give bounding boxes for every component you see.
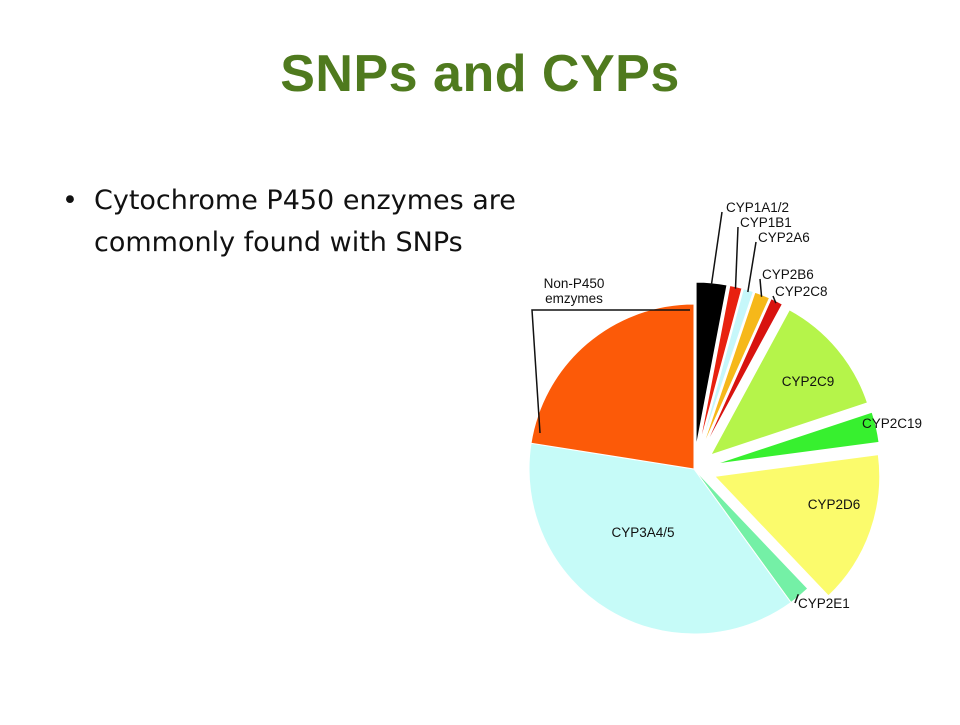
slice-label: CYP3A4/5 — [611, 525, 674, 540]
pie-slice-cyp2c19 — [715, 411, 880, 465]
leader-line — [794, 594, 799, 604]
leader-line — [710, 211, 723, 285]
slice-label: CYP2D6 — [808, 497, 861, 512]
bullet-text: Cytochrome P450 enzymes are commonly fou… — [94, 185, 516, 258]
leader-line — [531, 309, 690, 434]
pie-slice-cyp2d6 — [713, 454, 881, 597]
slice-label: CYP2C9 — [782, 374, 835, 389]
pie-slice-cyp3a4-5 — [528, 442, 792, 635]
slide-title: SNPs and CYPs — [280, 45, 680, 103]
leader-line — [747, 241, 757, 293]
slice-label: CYP2C8 — [775, 284, 828, 299]
slice-label: CYP2E1 — [798, 596, 850, 611]
slice-label: CYP1B1 — [740, 215, 792, 230]
pie-slice-cyp2c9 — [709, 309, 869, 456]
leader-line — [759, 278, 763, 297]
slice-label: CYP2C19 — [862, 416, 922, 431]
bullet-item: • Cytochrome P450 enzymes are commonly f… — [58, 180, 578, 264]
slice-label: CYP1A1/2 — [726, 200, 789, 215]
leader-line — [734, 226, 739, 289]
pie-slice-cyp2b6 — [701, 291, 771, 449]
slice-label: CYP2B6 — [762, 267, 814, 282]
slice-label: CYP2A6 — [758, 230, 810, 245]
bullet-list: • Cytochrome P450 enzymes are commonly f… — [58, 180, 578, 264]
leader-line — [772, 295, 777, 304]
pie-slice-cyp2c8 — [703, 298, 783, 450]
bullet-marker: • — [62, 185, 78, 216]
pie-slice-non-p450-emzymes — [530, 303, 695, 470]
